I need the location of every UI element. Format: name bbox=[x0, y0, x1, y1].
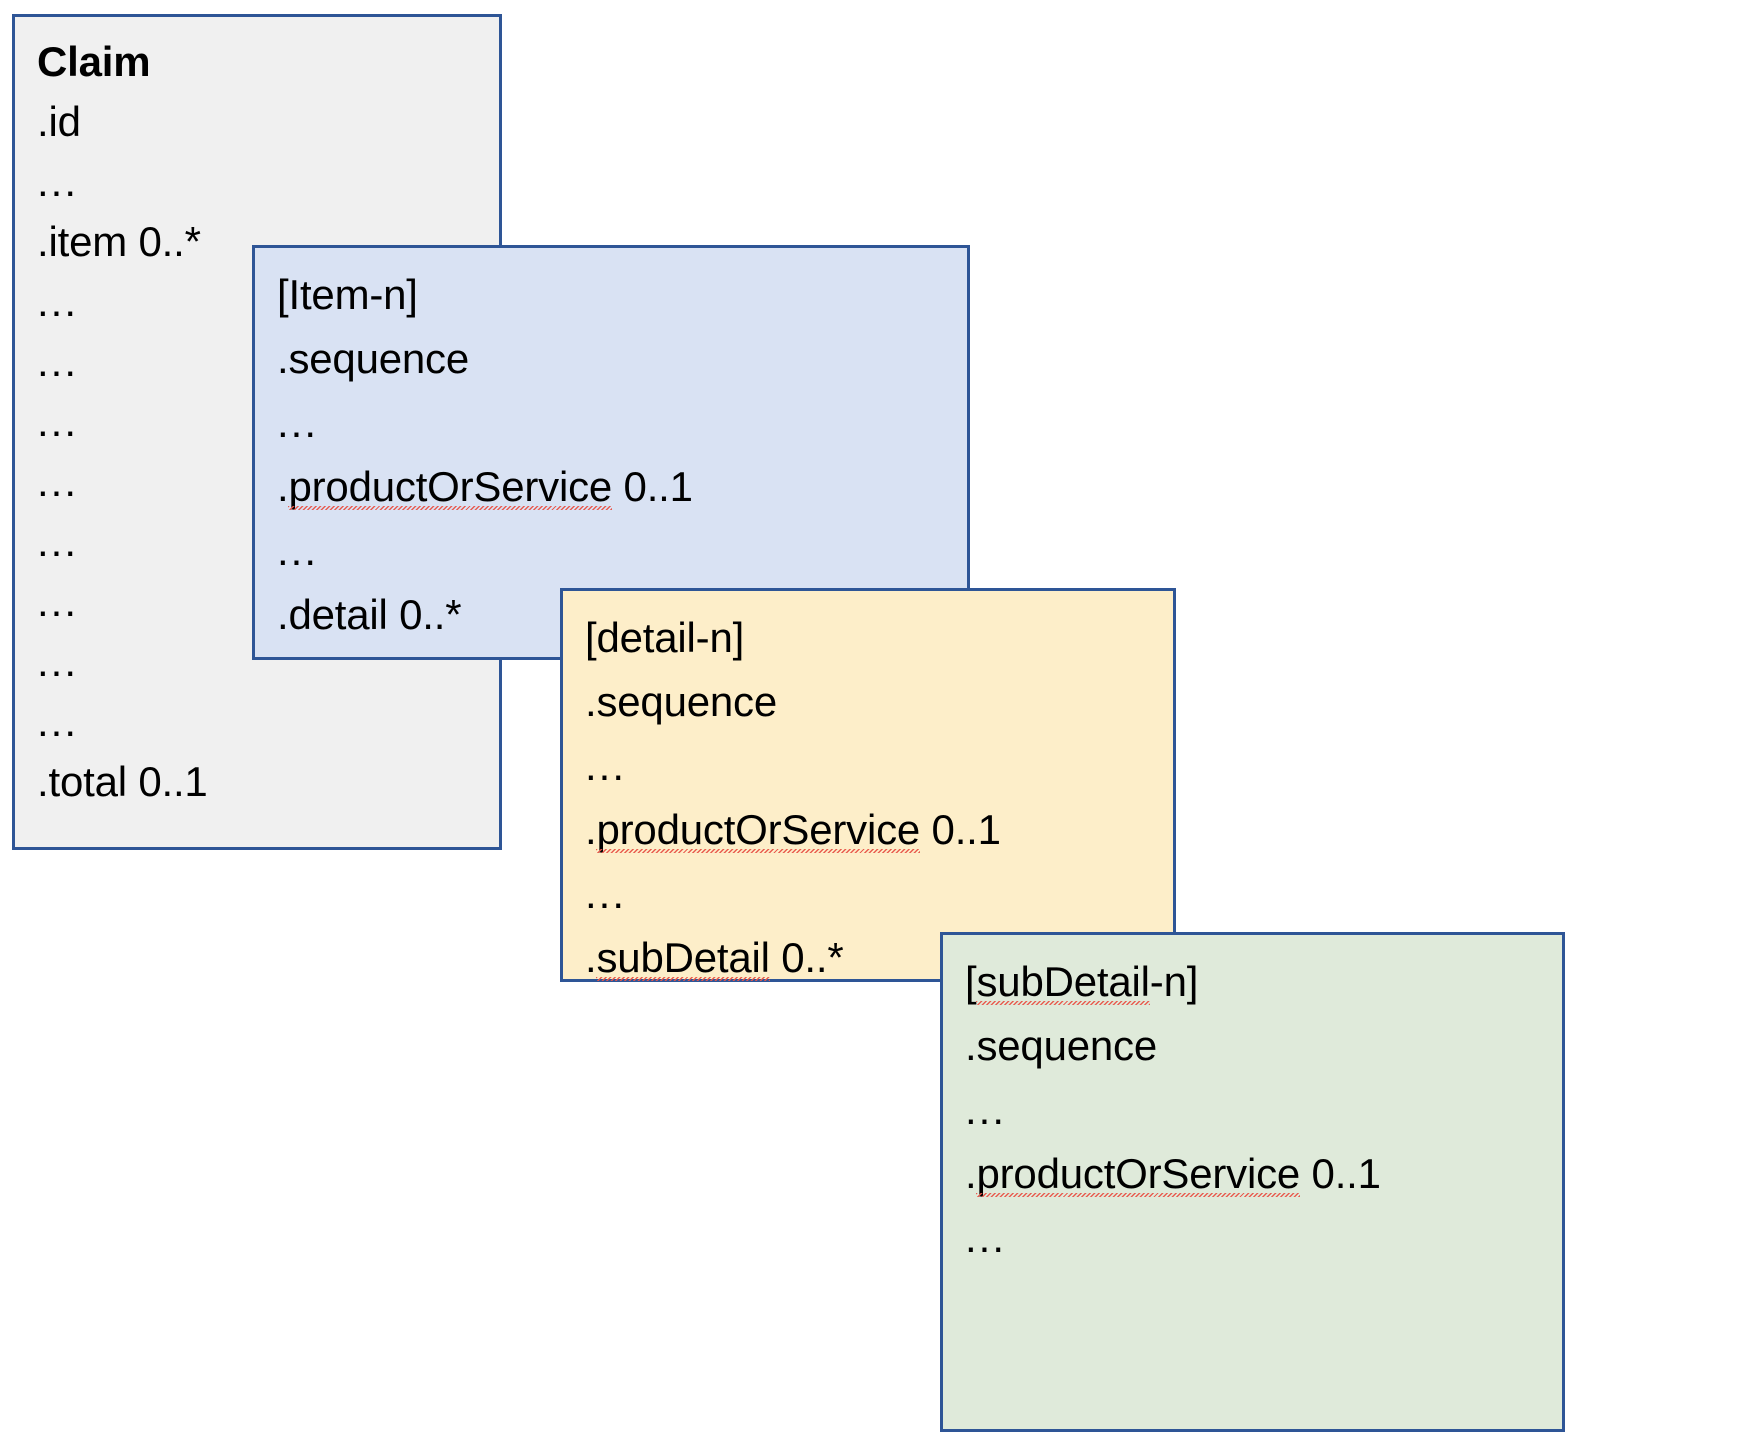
detail-subdetail-dot: . bbox=[585, 934, 597, 981]
detail-ellipsis-2: ... bbox=[585, 870, 627, 917]
subdetail-product-cardinality: 0..1 bbox=[1300, 1150, 1381, 1197]
claim-ellipsis-5: ... bbox=[37, 458, 79, 505]
claim-field-item: .item 0..* bbox=[37, 218, 201, 265]
subdetail-title-close: -n] bbox=[1149, 958, 1199, 1005]
item-field-product-or-service: .productOrService 0..1 bbox=[277, 463, 967, 510]
subdetail-ellipsis-2: ... bbox=[965, 1214, 1007, 1261]
subdetail-field-product-or-service: .productOrService 0..1 bbox=[965, 1150, 1562, 1197]
item-field-detail: .detail 0..* bbox=[277, 591, 462, 638]
claim-title: Claim bbox=[37, 38, 151, 85]
claim-ellipsis-3: ... bbox=[37, 338, 79, 385]
detail-product-cardinality: 0..1 bbox=[920, 806, 1001, 853]
subdetail-field-sequence: .sequence bbox=[965, 1022, 1158, 1069]
detail-subdetail-cardinality: 0..* bbox=[769, 934, 844, 981]
item-ellipsis-2: ... bbox=[277, 527, 319, 574]
claim-ellipsis-6: ... bbox=[37, 518, 79, 565]
item-product-dot: . bbox=[277, 463, 289, 510]
detail-field-subdetail: .subDetail 0..* bbox=[585, 934, 1173, 981]
subdetail-product-dot: . bbox=[965, 1150, 977, 1197]
entity-box-detail[interactable]: [detail-n] .sequence ... .productOrServi… bbox=[560, 588, 1176, 982]
subdetail-title-open: [ bbox=[965, 958, 977, 1005]
claim-field-total: .total 0..1 bbox=[37, 758, 208, 805]
subdetail-ellipsis-1: ... bbox=[965, 1086, 1007, 1133]
claim-field-id: .id bbox=[37, 98, 81, 145]
subdetail-title: [subDetail-n] bbox=[965, 958, 1562, 1005]
item-product-cardinality: 0..1 bbox=[612, 463, 693, 510]
subdetail-product-token: productOrService bbox=[976, 1150, 1301, 1197]
detail-product-dot: . bbox=[585, 806, 597, 853]
item-product-token: productOrService bbox=[288, 463, 613, 510]
detail-subdetail-token: subDetail bbox=[596, 934, 771, 981]
claim-ellipsis-8: ... bbox=[37, 638, 79, 685]
item-field-sequence: .sequence bbox=[277, 335, 470, 382]
subdetail-title-token: subDetail bbox=[976, 958, 1151, 1005]
claim-ellipsis-1: ... bbox=[37, 158, 79, 205]
item-ellipsis-1: ... bbox=[277, 399, 319, 446]
entity-box-subdetail[interactable]: [subDetail-n] .sequence ... .productOrSe… bbox=[940, 932, 1565, 1432]
detail-product-token: productOrService bbox=[596, 806, 921, 853]
detail-title: [detail-n] bbox=[585, 614, 745, 661]
detail-ellipsis-1: ... bbox=[585, 742, 627, 789]
claim-ellipsis-2: ... bbox=[37, 278, 79, 325]
claim-ellipsis-7: ... bbox=[37, 578, 79, 625]
detail-field-product-or-service: .productOrService 0..1 bbox=[585, 806, 1173, 853]
detail-field-sequence: .sequence bbox=[585, 678, 778, 725]
claim-ellipsis-4: ... bbox=[37, 398, 79, 445]
item-title: [Item-n] bbox=[277, 271, 418, 318]
claim-ellipsis-9: ... bbox=[37, 698, 79, 745]
